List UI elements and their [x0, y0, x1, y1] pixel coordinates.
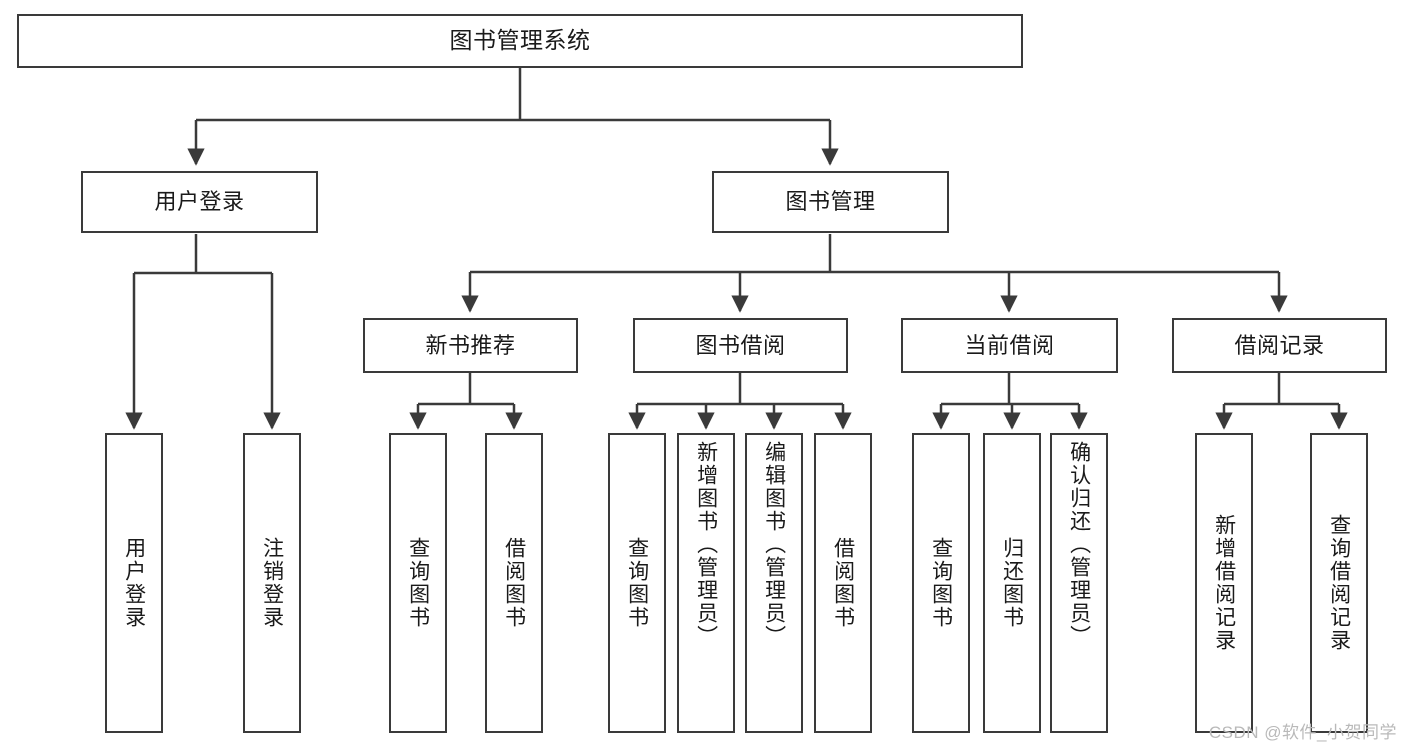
node-label: 借阅图书 — [831, 537, 855, 629]
node-label: 归还图书 — [1000, 537, 1024, 629]
node-label: 新增借阅记录 — [1212, 514, 1236, 652]
leaf-user-login[interactable]: 用户登录 — [105, 433, 163, 733]
node-borrow-record[interactable]: 借阅记录 — [1172, 318, 1387, 373]
node-label: 借阅记录 — [1234, 332, 1325, 358]
node-root-book-management-system[interactable]: 图书管理系统 — [17, 14, 1023, 68]
leaf-add-book-admin[interactable]: 新增图书（管理员） — [677, 433, 735, 733]
leaf-borrow-book-recommend[interactable]: 借阅图书 — [485, 433, 543, 733]
node-label: 用户登录 — [154, 189, 245, 215]
leaf-query-book-recommend[interactable]: 查询图书 — [389, 433, 447, 733]
node-label: 当前借阅 — [964, 332, 1055, 358]
node-label: 新增图书（管理员） — [694, 441, 718, 648]
node-user-login[interactable]: 用户登录 — [81, 171, 318, 233]
leaf-return-book[interactable]: 归还图书 — [983, 433, 1041, 733]
leaf-logout-login[interactable]: 注销登录 — [243, 433, 301, 733]
node-current-borrow[interactable]: 当前借阅 — [901, 318, 1118, 373]
node-label: 查询图书 — [929, 537, 953, 629]
csdn-watermark: CSDN @软件_小贺同学 — [1208, 723, 1397, 742]
node-label: 图书管理 — [785, 189, 876, 215]
leaf-borrow-book[interactable]: 借阅图书 — [814, 433, 872, 733]
node-label: 图书管理系统 — [449, 27, 591, 54]
leaf-confirm-return-admin[interactable]: 确认归还（管理员） — [1050, 433, 1108, 733]
node-label: 编辑图书（管理员） — [762, 441, 786, 648]
node-label: 查询图书 — [625, 537, 649, 629]
leaf-query-borrow-record[interactable]: 查询借阅记录 — [1310, 433, 1368, 733]
node-label: 新书推荐 — [425, 332, 516, 358]
leaf-add-borrow-record[interactable]: 新增借阅记录 — [1195, 433, 1253, 733]
node-book-management[interactable]: 图书管理 — [712, 171, 949, 233]
node-new-book-recommendation[interactable]: 新书推荐 — [363, 318, 578, 373]
node-book-borrow[interactable]: 图书借阅 — [633, 318, 848, 373]
leaf-edit-book-admin[interactable]: 编辑图书（管理员） — [745, 433, 803, 733]
node-label: 借阅图书 — [502, 537, 526, 629]
node-label: 注销登录 — [260, 537, 284, 629]
node-label: 查询图书 — [406, 537, 430, 629]
leaf-query-book-current[interactable]: 查询图书 — [912, 433, 970, 733]
node-label: 图书借阅 — [695, 332, 786, 358]
node-label: 查询借阅记录 — [1327, 514, 1351, 652]
node-label: 确认归还（管理员） — [1067, 441, 1091, 648]
node-label: 用户登录 — [122, 537, 146, 629]
leaf-query-book-borrow[interactable]: 查询图书 — [608, 433, 666, 733]
